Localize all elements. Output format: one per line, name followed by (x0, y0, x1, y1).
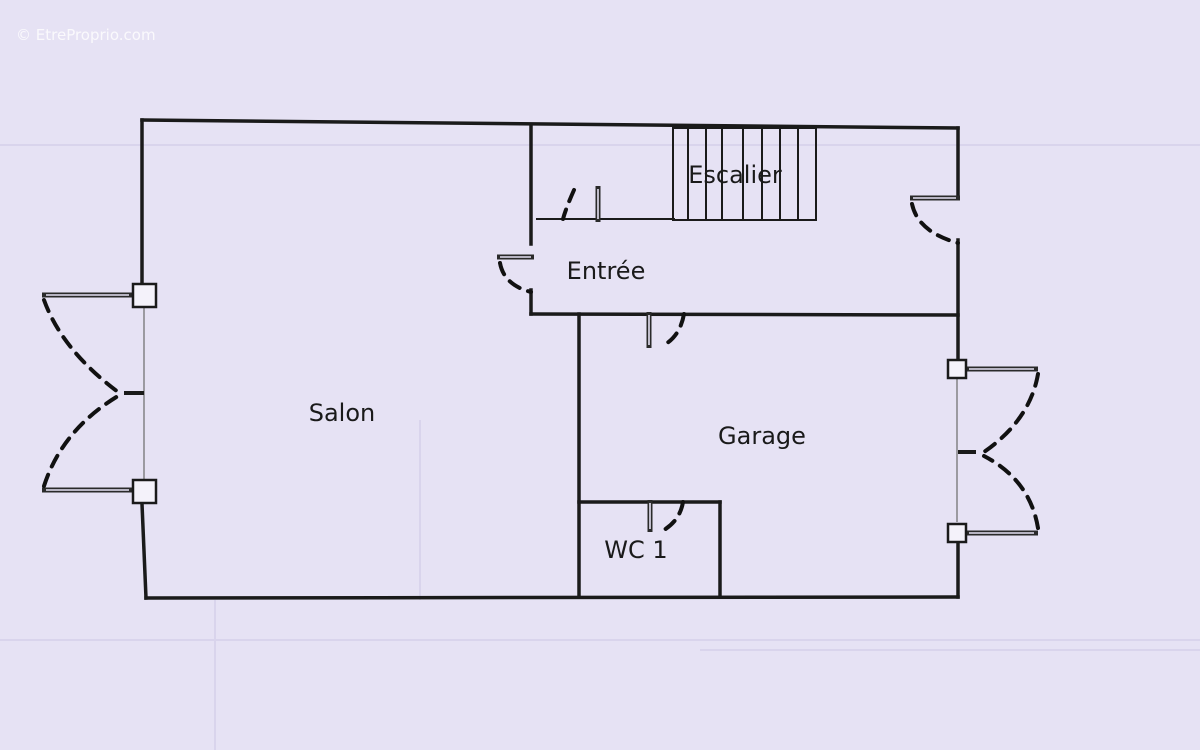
staircase (672, 127, 817, 221)
stair-closet-door (561, 186, 601, 222)
exterior-walls (140, 118, 960, 600)
paper-texture (0, 144, 1200, 750)
entree-garage-door (646, 312, 686, 348)
wc-door (647, 500, 685, 532)
room-label-wc: WC 1 (604, 536, 667, 564)
room-label-escalier: Escalier (688, 161, 782, 189)
entree-salon-door (497, 254, 534, 294)
interior-walls (529, 124, 960, 598)
watermark: © EtreProprio.com (16, 26, 156, 44)
room-label-salon: Salon (309, 399, 376, 427)
garage-double-door (946, 358, 1040, 544)
room-label-garage: Garage (718, 422, 806, 450)
salon-double-door (42, 282, 158, 505)
room-label-entree: Entrée (567, 257, 646, 285)
side-door (910, 195, 960, 245)
